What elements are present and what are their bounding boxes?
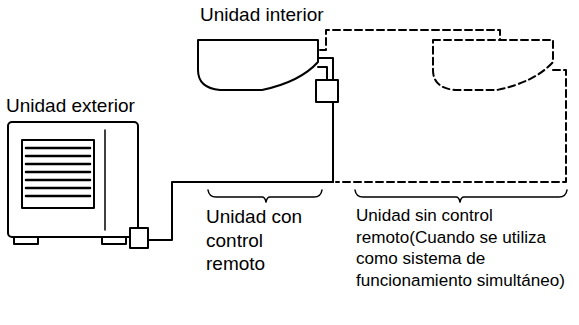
wire <box>318 67 327 80</box>
wire-dashed <box>320 30 500 50</box>
remote-control <box>316 80 338 102</box>
bracket <box>355 190 567 202</box>
unit-label: Unidad interior <box>200 3 370 27</box>
bracket <box>208 190 322 202</box>
grille-fin <box>26 187 90 190</box>
grille-fin <box>26 163 90 166</box>
outdoor-foot <box>102 237 126 244</box>
grille-fin <box>26 155 90 158</box>
wire-dashed <box>336 70 566 182</box>
grille-fin <box>26 195 90 198</box>
unit-label: Unidad exterior <box>6 94 196 118</box>
outdoor-unit <box>8 122 138 237</box>
grille-fin <box>26 171 90 174</box>
outdoor-foot <box>14 237 38 244</box>
indoor-unit-dashed <box>433 40 553 90</box>
outdoor-grille <box>22 140 94 208</box>
grille-fin <box>26 147 90 150</box>
wire <box>318 58 333 182</box>
indoor-unit <box>198 40 318 90</box>
group-label: Unidad con control remoto <box>206 205 326 276</box>
grille-fin <box>26 179 90 182</box>
group-label: Unidad sin control remoto(Cuando se util… <box>356 205 568 291</box>
pipe-connector <box>130 228 148 248</box>
